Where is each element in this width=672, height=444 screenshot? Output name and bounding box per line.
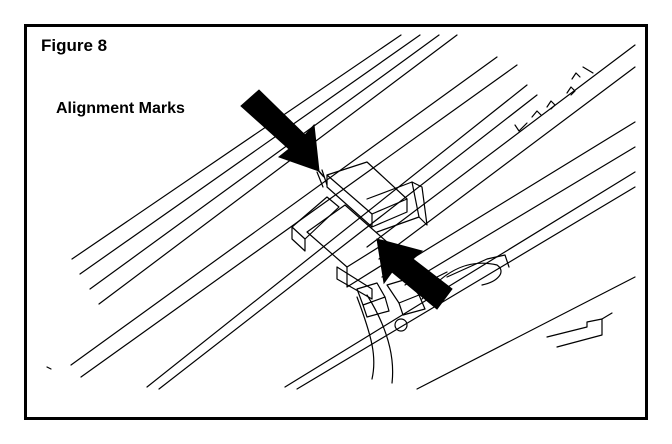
alignment-arrow <box>240 89 320 172</box>
alignment-marks-label: Alignment Marks <box>56 100 185 117</box>
scale-ticks <box>514 66 594 132</box>
guide-rails-right <box>284 44 636 390</box>
printer-carriage-illustration <box>46 34 636 390</box>
bracket <box>546 318 603 348</box>
guide-rails-left <box>70 34 538 390</box>
carriage <box>291 161 428 318</box>
carriage-arrow <box>376 238 453 310</box>
knob <box>394 318 408 332</box>
figure-frame: Figure 8 Alignment Marks <box>24 24 648 420</box>
figure-title: Figure 8 <box>41 36 108 55</box>
